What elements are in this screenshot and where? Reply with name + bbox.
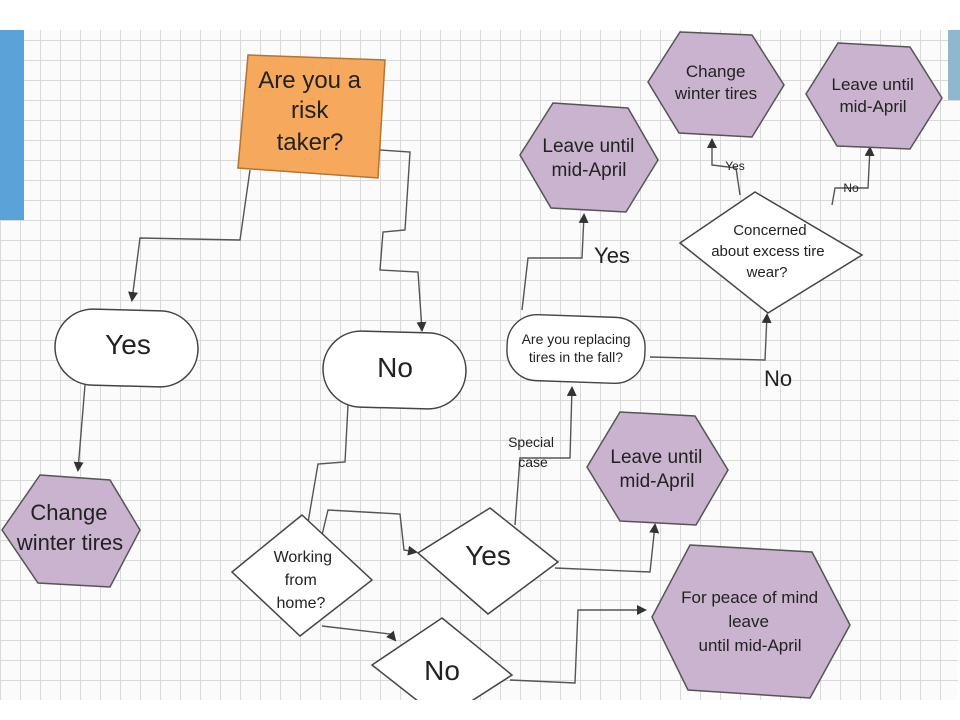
node-yes-work: Yes — [416, 507, 560, 615]
node-change-left: Change winter tires — [1, 474, 141, 588]
svg-text:Change winter tires: Change winter tires — [674, 62, 757, 103]
bottom-strip — [0, 700, 960, 720]
svg-text:For peace of mind leave: For peace of mind leave until mid-April — [681, 588, 823, 655]
edge-no-working — [301, 404, 349, 542]
svg-text:No: No — [424, 655, 460, 686]
node-concerned: Concerned about excess tire wear? — [678, 191, 864, 314]
edge-yes-change — [73, 384, 86, 472]
edge-concerned-change — [707, 138, 741, 196]
edge-yes-leave — [554, 523, 660, 573]
node-no-main: No — [322, 330, 467, 410]
label-yes-replacing: Yes — [594, 243, 630, 268]
node-leave-top: Leave until mid-April — [519, 102, 659, 213]
label-special-case: Special case — [508, 434, 558, 470]
label-yes-concerned: Yes — [725, 159, 745, 173]
svg-text:Leave until mid-April: Leave until mid-April — [610, 447, 707, 492]
svg-text:Yes: Yes — [465, 540, 511, 571]
node-peace-of-mind: For peace of mind leave until mid-April — [651, 544, 851, 699]
svg-text:Leave until mid-April: Leave until mid-April — [832, 75, 919, 116]
edge-replacing-leave — [521, 213, 589, 311]
svg-text:Are you replacing tires: Are you replacing tires in the fall? — [522, 331, 635, 365]
background-window-edge-right — [948, 30, 960, 100]
node-leave-right: Leave until mid-April — [805, 42, 943, 150]
node-yes-main: Yes — [54, 308, 199, 388]
svg-text:Special case: Special case — [508, 434, 558, 470]
label-no-replacing: No — [764, 366, 792, 391]
svg-text:Are you a risk tak: Are you a risk taker? — [258, 67, 367, 156]
edge-yes-replacing — [514, 386, 577, 526]
edge-concerned-leave — [831, 146, 875, 206]
node-no-work: No — [370, 617, 514, 720]
background-window-edge — [0, 30, 24, 220]
node-leave-mid: Leave until mid-April — [586, 411, 729, 526]
edge-replacing-concerned — [649, 313, 772, 361]
edge-no-peace — [509, 605, 647, 684]
svg-text:Yes: Yes — [105, 329, 151, 360]
edge-risk-no — [379, 149, 427, 332]
svg-text:Change winter tires: Change winter tires — [16, 500, 123, 555]
edge-risk-yes — [128, 169, 251, 302]
edge-working-yes — [321, 509, 418, 556]
node-change-top: Change winter tires — [647, 31, 785, 138]
node-replacing: Are you replacing tires in the fall? — [506, 313, 646, 385]
label-no-concerned: No — [843, 181, 859, 195]
node-risk-taker: Are you a risk taker? — [237, 54, 386, 179]
svg-text:Leave until mid-April: Leave until mid-April — [542, 136, 639, 181]
edge-working-no — [321, 625, 397, 642]
svg-text:Concerned about excess t: Concerned about excess tire wear? — [711, 222, 829, 281]
connectors — [73, 138, 875, 684]
node-working-home: Working from home? — [230, 514, 374, 637]
svg-text:No: No — [377, 352, 413, 383]
svg-text:Working from home?: Working from home? — [274, 549, 337, 612]
